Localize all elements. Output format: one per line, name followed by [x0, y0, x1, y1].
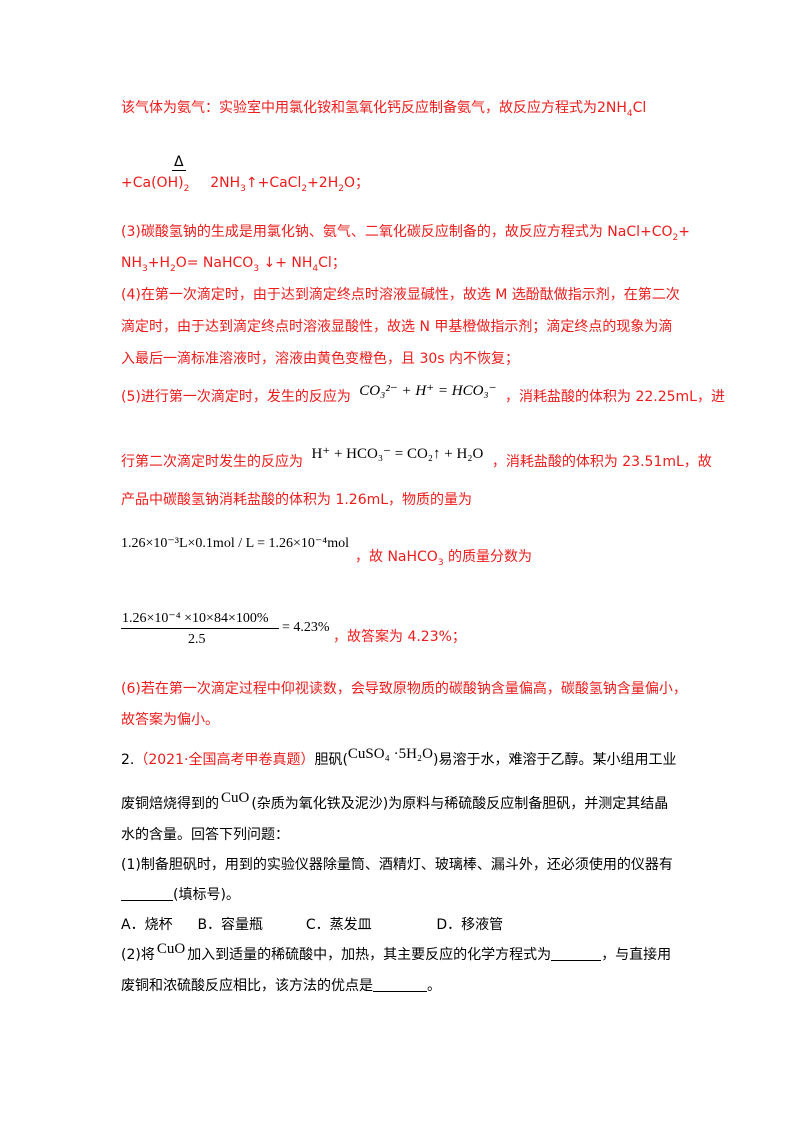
- subscript: 2: [672, 232, 679, 243]
- answer-line-2: +Ca(OH)2 2NH3↑+CaCl2+2H2O；: [121, 173, 369, 193]
- question-2-1-line-2: (填标号)。: [121, 885, 240, 905]
- text: (6)若在第一次滴定过程中仰视读数，会导致原物质的碳酸钠含量偏高，碳酸氢钠含量偏…: [121, 681, 687, 697]
- text: 入最后一滴标准溶液时，溶液由黄色变橙色，且 30s 内不恢复；: [121, 351, 520, 367]
- answer-p3-line-1: (3)碳酸氢钠的生成是用氯化钠、氨气、二氧化碳反应制备的，故反应方程式为 NaC…: [121, 222, 690, 242]
- subscript: 3: [253, 263, 260, 274]
- text: ↓+ NH: [259, 255, 313, 271]
- text: 加入到适量的稀硫酸中，加热，其主要反应的化学方程式为: [187, 947, 552, 963]
- subscript: 3: [240, 183, 246, 194]
- text: 胆矾(: [314, 752, 348, 768]
- question-number: 2.: [121, 752, 135, 768]
- text: (杂质为氧化铁及泥沙)为原料与稀硫酸反应制备胆矾，并测定其结晶: [251, 796, 669, 812]
- answer-blank[interactable]: [121, 886, 173, 901]
- fraction-result: = 4.23%: [282, 617, 330, 638]
- fraction-numerator: 1.26×10⁻⁴ ×10×84×100%: [122, 608, 269, 629]
- text: (1)制备胆矾时，用到的实验仪器除量筒、酒精灯、玻璃棒、漏斗外，还必须使用的仪器…: [121, 857, 673, 873]
- answer-p4-line-2: 滴定时，由于达到滴定终点时溶液显酸性，故选 N 甲基橙做指示剂；滴定终点的现象为…: [121, 317, 672, 337]
- denominator: 2.5: [188, 632, 206, 647]
- text: +H: [147, 255, 170, 271]
- text: +Ca(OH): [121, 175, 184, 191]
- subscript: 3: [142, 263, 148, 274]
- text: 的质量分数为: [443, 549, 533, 565]
- subscript: 2: [301, 183, 308, 194]
- answer-blank[interactable]: [373, 977, 427, 992]
- answer-p5-line-2: 行第二次滴定时发生的反应为 H⁺ + HCO₃⁻ = CO₂↑ + H₂O ，消…: [121, 446, 712, 472]
- text: 2NH: [210, 175, 241, 191]
- fraction-bar: [121, 628, 279, 629]
- option-a: A．烧杯: [121, 917, 173, 933]
- text: ，消耗盐酸的体积为 23.51mL，故: [491, 454, 712, 470]
- answer-p6-line-2: 故答案为偏小。: [121, 710, 219, 730]
- numerator: 1.26×10⁻⁴ ×10×84×100%: [122, 611, 269, 626]
- text: +2H: [307, 175, 339, 191]
- formula-cuo: CuO: [221, 790, 250, 806]
- text: (5)进行第一次滴定时，发生的反应为: [121, 389, 351, 405]
- option-c: C．蒸发皿: [305, 917, 372, 933]
- delta-symbol: Δ: [174, 154, 184, 170]
- equation-1: CO₃²⁻ + H⁺ = HCO₃⁻: [359, 383, 497, 399]
- answer-p4-line-3: 入最后一滴标准溶液时，溶液由黄色变橙色，且 30s 内不恢复；: [121, 349, 519, 369]
- result: = 4.23%: [282, 620, 330, 635]
- text: 行第二次滴定时发生的反应为: [121, 454, 303, 470]
- text: NH: [121, 255, 142, 271]
- text: (4)在第一次滴定时，由于达到滴定终点时溶液显碱性，故选 M 选酚酞做指示剂，在…: [121, 287, 680, 303]
- equation-2: H⁺ + HCO₃⁻ = CO₂↑ + H₂O: [311, 446, 484, 462]
- heat-bar: [172, 170, 186, 171]
- subscript: 4: [312, 263, 319, 274]
- option-b: B．容量瓶: [197, 917, 264, 933]
- heat-symbol: Δ: [174, 152, 184, 172]
- text: Cl: [632, 100, 647, 116]
- text: ，与直接用: [601, 947, 672, 963]
- answer-p4-line-1: (4)在第一次滴定时，由于达到滴定终点时溶液显碱性，故选 M 选酚酞做指示剂，在…: [121, 285, 680, 305]
- formula-cuo: CuO: [156, 941, 186, 957]
- subscript: 2: [183, 183, 190, 194]
- text: 产品中碳酸氢钠消耗盐酸的体积为 1.26mL，物质的量为: [121, 492, 473, 508]
- text: 该气体为氨气：实验室中用氯化铵和氢氧化钙反应制备氨气，故反应方程式为2NH: [121, 100, 627, 116]
- text: (2)将: [121, 947, 155, 963]
- answer-line-1: 该气体为氨气：实验室中用氯化铵和氢氧化钙反应制备氨气，故反应方程式为2NH4Cl: [121, 98, 646, 118]
- text: O；: [343, 175, 370, 191]
- answer-p5-line-3: 产品中碳酸氢钠消耗盐酸的体积为 1.26mL，物质的量为: [121, 490, 472, 510]
- text: ，故答案为 4.23%；: [333, 629, 466, 645]
- text: +: [678, 224, 690, 240]
- text: (3)碳酸氢钠的生成是用氯化钠、氨气、二氧化碳反应制备的，故反应方程式为 NaC…: [121, 224, 673, 240]
- answer-blank[interactable]: [551, 946, 602, 961]
- subscript: 4: [626, 108, 633, 119]
- text: 故答案为偏小。: [121, 712, 219, 728]
- text: ，消耗盐酸的体积为 22.25mL，进: [505, 389, 725, 405]
- options-row: A．烧杯 B．容量瓶 C．蒸发皿 D．移液管: [121, 915, 503, 935]
- question-2-2-line-2: 废铜和浓硫酸反应相比，该方法的优点是 。: [121, 976, 441, 996]
- equation-text: 1.26×10⁻³L×0.1mol / L = 1.26×10⁻⁴mol: [121, 536, 349, 551]
- answer-p6-line-1: (6)若在第一次滴定过程中仰视读数，会导致原物质的碳酸钠含量偏高，碳酸氢钠含量偏…: [121, 679, 687, 699]
- subscript: 3: [437, 557, 444, 568]
- option-d: D．移液管: [436, 917, 504, 933]
- answer-p5-line-5: ，故答案为 4.23%；: [333, 627, 466, 647]
- text: (填标号)。: [173, 887, 240, 903]
- text: O= NaHCO: [175, 255, 254, 271]
- question-2-line-1: 2.（2021·全国高考甲卷真题）胆矾(CuSO₄ ·5H₂O)易溶于水，难溶于…: [121, 746, 677, 770]
- text: )易溶于水，难溶于乙醇。某小组用工业: [432, 752, 677, 768]
- answer-p5-line-1: (5)进行第一次滴定时，发生的反应为 CO₃²⁻ + H⁺ = HCO₃⁻ ，消…: [121, 383, 725, 407]
- answer-p5-line-4: ，故 NaHCO3 的质量分数为: [355, 547, 532, 567]
- question-2-line-3: 水的含量。回答下列问题：: [121, 825, 289, 845]
- formula: CuSO₄ ·5H₂O: [347, 746, 433, 762]
- text: Cl；: [318, 255, 346, 271]
- question-source: （2021·全国高考甲卷真题）: [134, 752, 315, 768]
- fraction-denominator: 2.5: [188, 629, 206, 650]
- subscript: 2: [170, 263, 176, 274]
- text: ↑+CaCl: [245, 175, 302, 191]
- text: ，故 NaHCO: [355, 549, 438, 565]
- question-2-1-line-1: (1)制备胆矾时，用到的实验仪器除量筒、酒精灯、玻璃棒、漏斗外，还必须使用的仪器…: [121, 855, 673, 875]
- equation-3: 1.26×10⁻³L×0.1mol / L = 1.26×10⁻⁴mol: [121, 533, 349, 554]
- text: 废铜焙烧得到的: [121, 796, 219, 812]
- text: 水的含量。回答下列问题：: [121, 827, 289, 843]
- subscript: 2: [338, 183, 344, 194]
- text: 废铜和浓硫酸反应相比，该方法的优点是: [121, 978, 373, 994]
- text: 滴定时，由于达到滴定终点时溶液显酸性，故选 N 甲基橙做指示剂；滴定终点的现象为…: [121, 319, 673, 335]
- answer-p3-line-2: NH3+H2O= NaHCO3 ↓+ NH4Cl；: [121, 253, 346, 273]
- text: 。: [427, 978, 441, 994]
